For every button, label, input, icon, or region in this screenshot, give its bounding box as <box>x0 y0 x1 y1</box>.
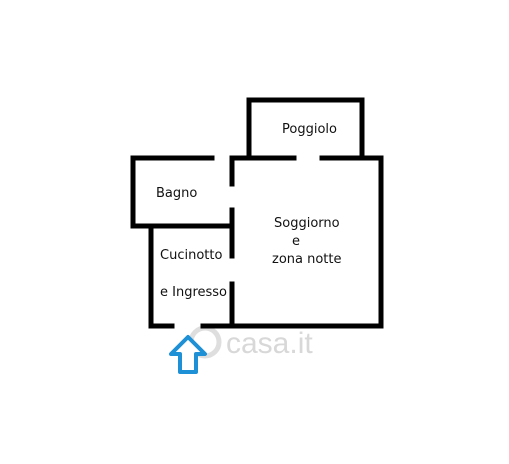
room-label-bagno: Bagno <box>156 186 197 201</box>
room-label-poggiolo: Poggiolo <box>282 122 337 137</box>
room-label-soggiorno-1: Soggiorno <box>274 216 340 231</box>
room-label-cucinotto-2: e Ingresso <box>160 285 227 300</box>
watermark: casa.it <box>188 325 313 360</box>
room-label-cucinotto-1: Cucinotto <box>160 248 222 263</box>
walls <box>130 97 384 329</box>
room-label-soggiorno-3: zona notte <box>272 252 342 267</box>
room-label-soggiorno-2: e <box>292 234 300 249</box>
watermark-text: casa.it <box>226 327 313 360</box>
up-arrow-icon <box>169 335 207 374</box>
